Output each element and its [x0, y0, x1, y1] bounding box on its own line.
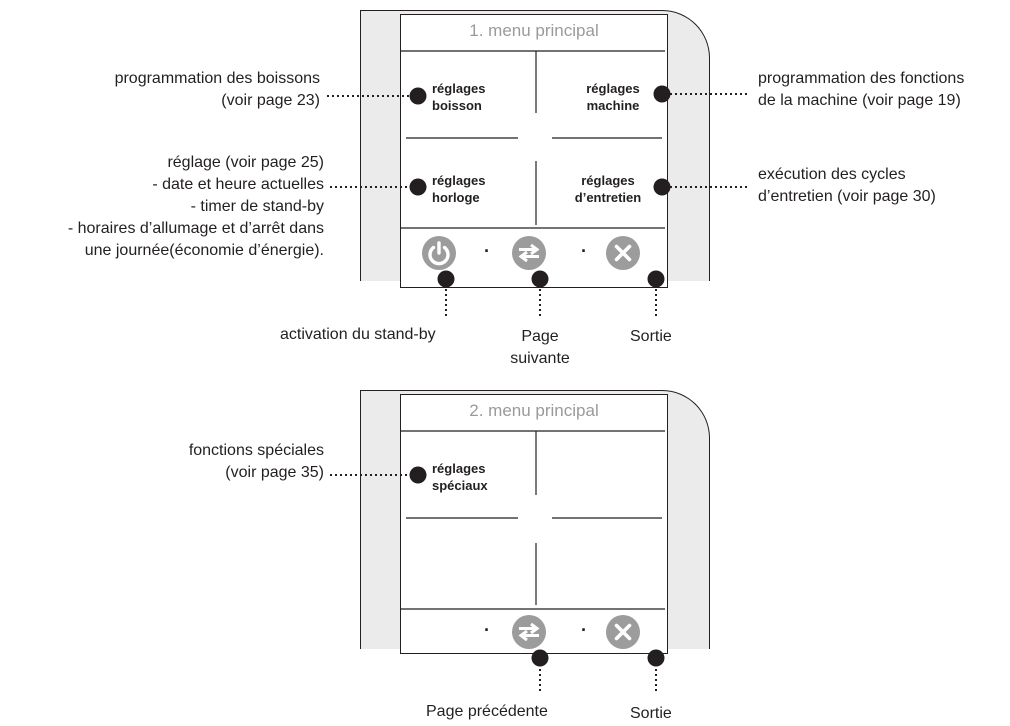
annotation-line: Page	[521, 328, 559, 345]
button-label-line-2: horloge	[432, 190, 480, 205]
annotation-boissons: programmation des boissons (voir page 23…	[115, 68, 320, 112]
button-label-line-2: d’entretien	[574, 190, 642, 205]
button-label-line-1: réglages	[581, 173, 635, 188]
annotation-speciales: fonctions spéciales (voir page 35)	[189, 440, 324, 484]
annotation-entretien: exécution des cycles d’entretien (voir p…	[758, 164, 936, 208]
button-label-line-1: réglages	[432, 173, 486, 188]
separator-dot: ·	[581, 620, 587, 640]
annotation-machine: programmation des fonctions de la machin…	[758, 68, 964, 112]
reglages-entretien-button[interactable]: réglages d’entretien	[563, 172, 653, 206]
reglages-machine-button[interactable]: réglages machine	[575, 80, 651, 114]
annotation-sortie-2: Sortie	[630, 705, 672, 722]
annotation-line: une journée(économie d’énergie).	[84, 242, 324, 259]
previous-page-icon[interactable]	[512, 615, 546, 649]
button-label-line-2: spéciaux	[432, 478, 488, 493]
annotation-line: - horaires d’allumage et d’arrêt dans	[67, 220, 324, 237]
annotation-line: - timer de stand-by	[190, 198, 324, 215]
annotation-standby: activation du stand-by	[280, 326, 436, 343]
annotation-horloge: réglage (voir page 25) - date et heure a…	[68, 152, 324, 262]
annotation-page-precedente: Page précédente	[426, 703, 548, 720]
annotation-line: (voir page 35)	[225, 464, 324, 481]
button-label-line-1: réglages	[586, 81, 640, 96]
annotation-line: programmation des boissons	[114, 70, 320, 87]
annotation-line: de la machine (voir page 19)	[758, 92, 961, 109]
button-label-line-1: réglages	[432, 461, 486, 476]
annotation-line: programmation des fonctions	[758, 70, 965, 87]
separator-dot: ·	[484, 620, 490, 640]
separator-dot: ·	[581, 241, 587, 261]
annotation-line: - date et heure actuelles	[152, 176, 324, 193]
button-label-line-2: machine	[586, 98, 640, 113]
close-icon[interactable]	[606, 615, 640, 649]
next-page-icon[interactable]	[512, 236, 546, 270]
annotation-line: suivante	[510, 350, 570, 367]
reglages-horloge-button[interactable]: réglages horloge	[432, 172, 485, 206]
power-icon[interactable]	[422, 236, 456, 270]
menu-title-2: 2. menu principal	[469, 401, 599, 420]
menu-title-1: 1. menu principal	[469, 21, 599, 40]
button-label-line-2: boisson	[432, 98, 482, 113]
annotation-sortie-1: Sortie	[630, 328, 672, 345]
annotation-line: (voir page 23)	[221, 92, 320, 109]
annotation-line: réglage (voir page 25)	[167, 154, 324, 171]
separator-dot: ·	[484, 241, 490, 261]
close-icon[interactable]	[606, 236, 640, 270]
button-label-line-1: réglages	[432, 81, 486, 96]
annotation-line: fonctions spéciales	[188, 442, 324, 459]
annotation-line: d’entretien (voir page 30)	[758, 188, 936, 205]
menu-screen-2: 2. menu principal	[400, 394, 668, 654]
reglages-speciaux-button[interactable]: réglages spéciaux	[432, 460, 488, 494]
annotation-line: exécution des cycles	[758, 166, 906, 183]
annotation-page-suivante: Page suivante	[500, 326, 580, 370]
reglages-boisson-button[interactable]: réglages boisson	[432, 80, 485, 114]
